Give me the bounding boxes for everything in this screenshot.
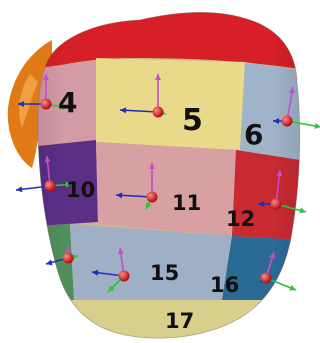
segment-label-6: 6 — [244, 118, 263, 151]
segment-label-17: 17 — [165, 309, 194, 333]
landmark-marker — [147, 192, 158, 203]
segment-label-12: 12 — [226, 207, 255, 231]
landmark-marker — [153, 107, 164, 118]
segment-label-15: 15 — [150, 261, 179, 285]
landmark-marker — [261, 273, 272, 284]
landmark-marker — [63, 253, 74, 264]
segment-label-11: 11 — [172, 191, 201, 215]
segment-label-5: 5 — [182, 103, 203, 138]
landmark-marker — [45, 181, 56, 192]
glyph-arrow-head — [315, 123, 320, 129]
segment-label-16: 16 — [210, 273, 239, 297]
segment-label-4: 4 — [58, 86, 77, 119]
segment-label-10: 10 — [66, 178, 95, 202]
landmark-marker — [271, 199, 282, 210]
landmark-marker — [119, 271, 130, 282]
landmark-marker — [282, 116, 293, 127]
landmark-marker — [41, 99, 52, 110]
